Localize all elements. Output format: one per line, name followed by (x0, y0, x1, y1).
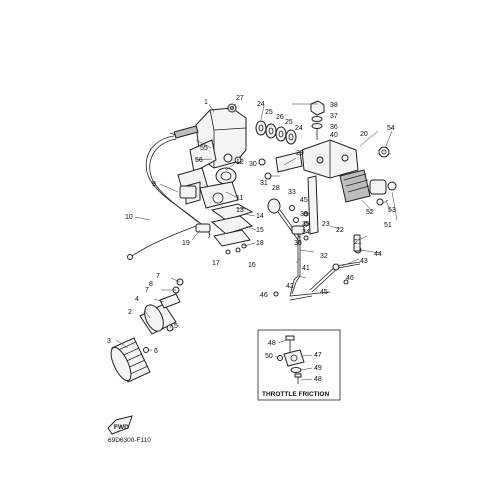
callout-6: 6 (154, 348, 158, 355)
callout-11: 11 (236, 195, 243, 202)
callout-53: 53 (388, 207, 396, 214)
callout-12: 12 (236, 159, 244, 166)
callout-4: 4 (135, 296, 139, 303)
callout-20: 20 (360, 131, 368, 138)
callout-7-bottom: 7 (145, 287, 149, 294)
washer-stack (255, 120, 297, 145)
callout-41: 41 (302, 265, 310, 272)
callout-38: 38 (330, 102, 338, 109)
throttle-gear-parts (199, 167, 254, 255)
nut-washer-column (310, 100, 325, 140)
throttle-friction-inset: 48 50 47 49 48 THROTTLE FRICTION (257, 329, 341, 401)
callout-21: 21 (354, 239, 362, 246)
callout-9: 9 (152, 181, 156, 188)
callout-28: 28 (272, 185, 280, 192)
shift-rod (273, 234, 362, 301)
callout-36-top: 36 (330, 124, 338, 131)
callout-54: 54 (387, 125, 395, 132)
forward-direction-marker: FWD (107, 415, 133, 435)
callout-48-inset-top: 48 (268, 340, 276, 347)
callout-23: 23 (322, 221, 330, 228)
callout-37: 37 (330, 113, 338, 120)
callout-2: 2 (128, 309, 132, 316)
callout-43: 43 (360, 258, 368, 265)
callout-25-bottom: 25 (285, 119, 293, 126)
callout-56: 56 (195, 157, 203, 164)
steering-bracket-assembly (169, 103, 247, 205)
callout-32: 32 (320, 253, 328, 260)
callout-15: 15 (256, 227, 264, 234)
throttle-grip-assembly (110, 278, 184, 383)
callout-35: 35 (302, 221, 310, 228)
callout-24-bottom: 24 (295, 125, 303, 132)
fwd-label: FWD (114, 424, 129, 431)
callout-17: 17 (212, 260, 220, 267)
callout-7-top: 7 (156, 273, 160, 280)
callout-5: 5 (174, 323, 178, 330)
callout-45-top: 45 (300, 197, 308, 204)
callout-55: 55 (200, 145, 208, 152)
callout-10: 10 (125, 214, 133, 221)
callout-22: 22 (336, 227, 344, 234)
inset-title: THROTTLE FRICTION (262, 391, 329, 398)
callout-45-bottom: 45 (320, 289, 328, 296)
callout-3: 3 (107, 338, 111, 345)
callout-31: 31 (260, 180, 268, 187)
throttle-cable (127, 135, 211, 260)
callout-47: 47 (314, 352, 322, 359)
callout-34: 34 (302, 229, 310, 236)
callout-49: 49 (314, 365, 322, 372)
callout-33: 33 (288, 189, 296, 196)
callout-19: 19 (182, 240, 190, 247)
callout-51: 51 (384, 222, 392, 229)
callout-50: 50 (265, 353, 273, 360)
callout-36-bottom: 36 (294, 240, 302, 247)
callout-25-top: 25 (265, 109, 273, 116)
callout-1: 1 (204, 99, 208, 106)
control-bracket (258, 139, 397, 235)
callout-14: 14 (256, 213, 264, 220)
callout-46-right: 46 (346, 275, 354, 282)
callout-13: 13 (236, 207, 244, 214)
callout-8: 8 (149, 281, 153, 288)
callout-24-top: 24 (257, 101, 265, 108)
callout-16: 16 (248, 262, 256, 269)
callout-46-left: 46 (260, 292, 268, 299)
callout-27: 27 (236, 95, 244, 102)
callout-18: 18 (256, 240, 264, 247)
leader-lines (115, 103, 398, 351)
callout-52: 52 (366, 209, 374, 216)
callout-44: 44 (374, 251, 382, 258)
callout-29: 29 (296, 150, 304, 157)
callout-40: 40 (330, 132, 338, 139)
callout-labels: 1 27 55 56 9 10 12 11 13 14 15 18 19 17 … (107, 95, 396, 355)
callout-48-inset-bottom: 48 (314, 376, 322, 383)
drawing-code: 69D6300-F110 (108, 437, 151, 444)
callout-26: 26 (276, 114, 284, 121)
callout-42: 42 (286, 283, 294, 290)
inset-parts (277, 335, 305, 384)
callout-39: 39 (300, 211, 308, 218)
callout-30: 30 (249, 161, 257, 168)
shift-lever (267, 198, 331, 297)
